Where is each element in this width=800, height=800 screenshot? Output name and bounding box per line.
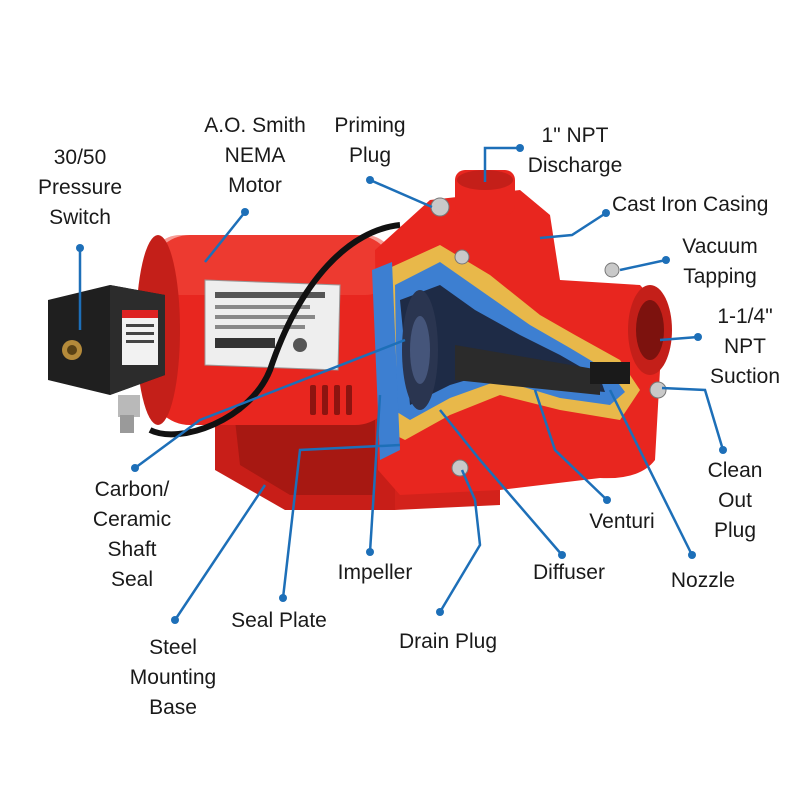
motor-nameplate (204, 279, 341, 371)
label-clean-out-plug: Clean Out Plug (707, 459, 763, 542)
cutaway-shape (372, 245, 640, 460)
label-priming-plug: Priming Plug (334, 114, 406, 167)
label-venturi: Venturi (589, 510, 655, 533)
label-vacuum-tapping: Vacuum Tapping (682, 235, 758, 288)
power-cord (148, 222, 401, 438)
label-cast-iron-casing: Cast Iron Casing (612, 193, 769, 216)
label-seal-plate: Seal Plate (231, 609, 327, 632)
fasteners (430, 197, 667, 477)
label-nozzle: Nozzle (670, 569, 736, 592)
label-diffuser: Diffuser (533, 561, 605, 584)
label-drain-plug: Drain Plug (398, 630, 498, 653)
leader-lines (76, 144, 727, 624)
pressure-switch-shape (48, 285, 165, 433)
label-discharge: 1" NPT Discharge (527, 124, 623, 177)
label-mounting-base: Steel Mounting Base (129, 636, 217, 719)
label-impeller: Impeller (337, 561, 413, 584)
label-suction: 1-1/4" NPT Suction (709, 305, 781, 388)
label-pressure-switch: 30/50 Pressure Switch (37, 146, 123, 229)
label-motor: A.O. Smith NEMA Motor (204, 114, 306, 197)
label-shaft-seal: Carbon/ Ceramic Shaft Seal (92, 478, 172, 591)
